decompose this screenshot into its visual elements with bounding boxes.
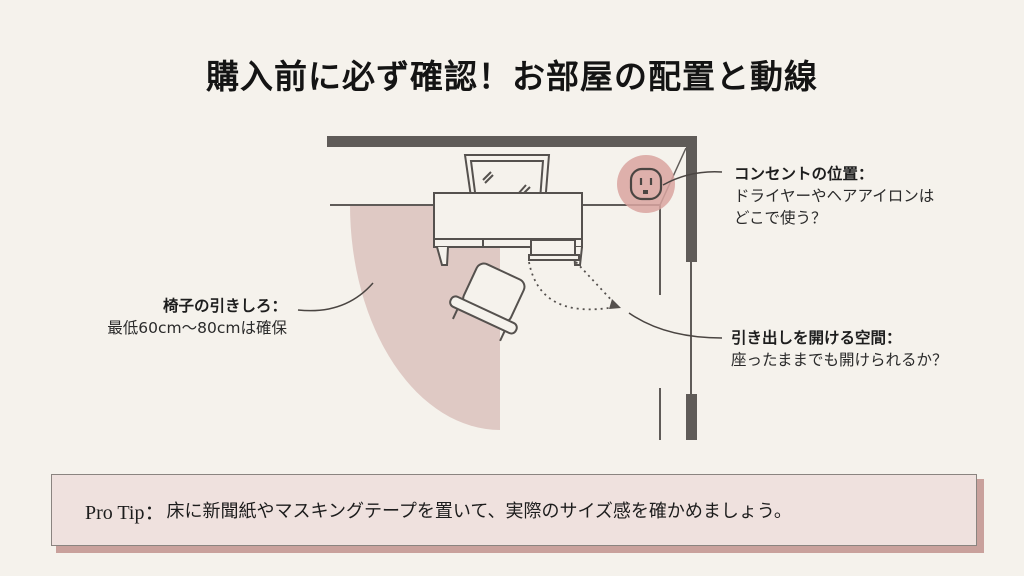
drawer-space-heading: 引き出しを開ける空間： [731, 329, 902, 347]
top-wall [327, 136, 697, 147]
chair-icon [449, 262, 526, 342]
leader-line-drawer [628, 312, 723, 339]
drawer-icon [528, 239, 580, 261]
outlet-annotation-heading: コンセントの位置： [734, 165, 874, 183]
pro-tip-text: 床に新聞紙やマスキングテープを置いて、実際のサイズ感を確かめましょう。 [166, 501, 792, 522]
leader-line-chair [297, 282, 374, 312]
page-title: 購入前に必ず確認！お部屋の配置と動線 [206, 57, 818, 96]
drawer-space-line1: 座ったままでも開けられるか？ [731, 351, 948, 369]
pro-tip-label: Pro Tip： [85, 501, 165, 524]
leader-line-outlet [662, 171, 723, 186]
outlet-highlight [617, 155, 675, 213]
mirror-icon [463, 154, 551, 205]
chair-clearance-zone [350, 205, 500, 430]
vanity-desk-icon [433, 192, 583, 266]
chair-clearance-line1: 最低60cm～80cmは確保 [107, 319, 287, 337]
outlet-icon [629, 167, 663, 201]
chair-clearance-heading: 椅子の引きしろ： [162, 297, 287, 315]
right-wall [686, 136, 697, 262]
outlet-annotation-line1: ドライヤーやヘアアイロンは [734, 187, 935, 205]
pro-tip-box: Pro Tip： 床に新聞紙やマスキングテープを置いて、実際のサイズ感を確かめま… [51, 474, 977, 546]
chair-clearance-annotation: 椅子の引きしろ： 最低60cm～80cmは確保 [107, 295, 287, 339]
outlet-annotation-line2: どこで使う？ [734, 209, 827, 227]
outlet-annotation: コンセントの位置： ドライヤーやヘアアイロンは どこで使う？ [734, 163, 934, 229]
drawer-swing-arrow [528, 261, 616, 311]
drawer-space-annotation: 引き出しを開ける空間： 座ったままでも開けられるか？ [731, 327, 948, 371]
right-wall-lower [686, 394, 697, 440]
